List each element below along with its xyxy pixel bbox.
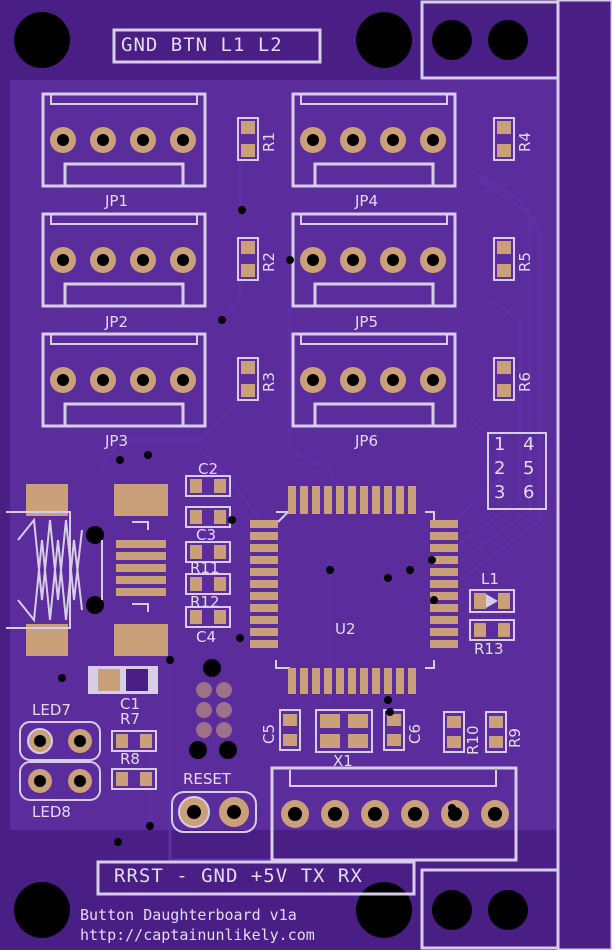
r9-label: R9: [506, 728, 524, 748]
via: [386, 708, 394, 716]
footer-label-frame: [96, 860, 416, 896]
resistor: [493, 117, 515, 161]
via: [384, 574, 392, 582]
r12-label: R12: [190, 593, 220, 611]
jp3-label: JP3: [105, 432, 129, 450]
via: [326, 566, 334, 574]
terminal-bottom: [420, 868, 560, 950]
jp-connector: [291, 332, 457, 428]
jp-connector: [291, 92, 457, 188]
footer-label: RRST - GND +5V TX RX: [114, 865, 363, 887]
via: [384, 696, 392, 704]
c1-part: [88, 666, 158, 694]
pin-map-4: 4: [523, 434, 535, 455]
resistor-pads: [237, 117, 515, 401]
u2-chip: [250, 486, 458, 694]
header-label-frame: [112, 28, 322, 64]
terminal-top: [420, 0, 560, 80]
via: [448, 804, 456, 812]
copper-pour: [10, 80, 560, 830]
bottom-parts: [279, 709, 507, 753]
via: [58, 674, 66, 682]
via: [238, 206, 246, 214]
led-headers: [19, 721, 157, 801]
r2-label: R2: [260, 252, 278, 272]
six-pin-header: [270, 766, 518, 862]
small-caps: [185, 475, 231, 628]
c4-label: C4: [196, 628, 217, 646]
header-label: GND BTN L1 L2: [121, 34, 283, 56]
reset-label: RESET: [183, 770, 232, 788]
via: [218, 316, 226, 324]
r4-label: R4: [516, 132, 534, 152]
credits-line1: Button Daughterboard v1a: [80, 906, 297, 924]
c3-label: C3: [196, 526, 217, 544]
via: [428, 556, 436, 564]
via: [236, 634, 244, 642]
u2-label: U2: [335, 620, 356, 638]
pin-map-frame: [487, 432, 547, 510]
c2-label: C2: [198, 460, 219, 478]
via: [114, 838, 122, 846]
mounting-holes: [14, 12, 412, 938]
jp-connector: [291, 212, 457, 308]
r3-label: R3: [260, 372, 278, 392]
jp-connector: [41, 332, 207, 428]
c1-label: C1: [120, 695, 141, 713]
r5-label: R5: [516, 252, 534, 272]
jp-connector: [41, 212, 207, 308]
pin-map-3: 3: [494, 482, 506, 503]
r11-label: R11: [190, 559, 220, 577]
resistor: [493, 357, 515, 401]
jp6-label: JP6: [355, 432, 379, 450]
jp1-label: JP1: [105, 192, 129, 210]
led7-label: LED7: [32, 701, 71, 719]
jp2-label: JP2: [105, 313, 129, 331]
r1-label: R1: [260, 132, 278, 152]
reset-pads: [171, 791, 257, 833]
via: [228, 516, 236, 524]
via: [146, 822, 154, 830]
l1-label: L1: [481, 570, 499, 588]
r7-label: R7: [120, 710, 140, 728]
resistor: [237, 117, 259, 161]
jp4-label: JP4: [355, 192, 379, 210]
x1-label: X1: [333, 752, 353, 770]
pin-map-2: 2: [494, 458, 506, 479]
resistor: [493, 237, 515, 281]
c5-label: C5: [260, 723, 278, 744]
edge-strip: [556, 0, 612, 950]
pin-map-6: 6: [523, 482, 535, 503]
via: [166, 656, 174, 664]
jp-connectors: [41, 92, 457, 428]
resistor: [237, 357, 259, 401]
resistor: [237, 237, 259, 281]
r8-label: R8: [120, 750, 140, 768]
l1-parts: [469, 589, 515, 641]
via: [430, 596, 438, 604]
r13-label: R13: [474, 640, 504, 658]
pin-map-5: 5: [523, 458, 535, 479]
r6-label: R6: [516, 372, 534, 392]
icsp-holes: [189, 659, 237, 759]
via: [144, 451, 152, 459]
r10-label: R10: [464, 725, 482, 755]
via: [406, 566, 414, 574]
pin-map-1: 1: [494, 434, 506, 455]
c6-label: C6: [406, 723, 424, 744]
via: [116, 456, 124, 464]
via: [286, 256, 294, 264]
jp5-label: JP5: [355, 313, 379, 331]
led8-label: LED8: [32, 803, 71, 821]
usb-connector: [6, 484, 168, 656]
credits-line2: http://captainunlikely.com: [80, 926, 315, 944]
jp-connector: [41, 92, 207, 188]
